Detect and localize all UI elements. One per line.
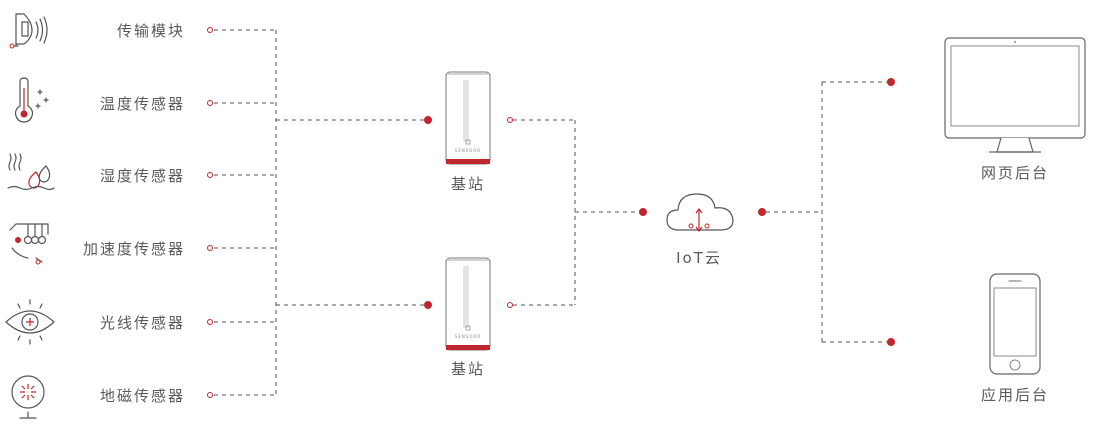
acceleration-icon xyxy=(9,223,49,265)
globe-compass-icon xyxy=(11,375,45,419)
base-station-label-1: 基站 xyxy=(450,175,485,193)
smartphone-icon xyxy=(989,273,1041,375)
node-station-2-out xyxy=(507,302,513,308)
node-station-1-in xyxy=(424,116,432,124)
eye-icon xyxy=(5,299,55,345)
node-web-in xyxy=(887,78,895,86)
node-cloud-in xyxy=(639,208,647,216)
station-2-brand: SENSORO xyxy=(455,334,482,339)
sensor-label-acceleration: 加速度传感器 xyxy=(82,240,185,258)
node-sensor-5 xyxy=(207,319,213,325)
station-1-brand: SENSORO xyxy=(455,148,482,153)
thermometer-icon xyxy=(14,77,49,123)
sensor-label-humidity: 湿度传感器 xyxy=(99,167,185,185)
cloud-icon xyxy=(666,193,734,232)
node-sensor-1 xyxy=(207,27,213,33)
web-backend-label: 网页后台 xyxy=(980,164,1049,182)
sensor-label-geomagnetic: 地磁传感器 xyxy=(99,387,185,405)
node-sensor-2 xyxy=(207,100,213,106)
cloud-label: IoT云 xyxy=(676,249,722,267)
node-station-1-out xyxy=(507,117,513,123)
app-backend-label: 应用后台 xyxy=(980,386,1049,404)
node-sensor-3 xyxy=(207,172,213,178)
connection-nodes xyxy=(207,27,895,398)
sensor-label-transmission: 传输模块 xyxy=(116,22,185,40)
base-station-label-2: 基站 xyxy=(450,360,485,378)
base-station-device-1 xyxy=(445,71,491,165)
node-app-in xyxy=(887,338,895,346)
node-cloud-out xyxy=(758,208,766,216)
sensor-label-temperature: 温度传感器 xyxy=(99,95,185,113)
sensor-label-light: 光线传感器 xyxy=(99,314,185,332)
humidity-icon xyxy=(7,153,55,191)
node-station-2-in xyxy=(424,301,432,309)
base-station-device-2 xyxy=(445,257,491,351)
transmission-module-icon xyxy=(9,13,48,49)
monitor-icon xyxy=(944,37,1086,153)
node-sensor-6 xyxy=(207,392,213,398)
connectors xyxy=(214,29,888,396)
node-sensor-4 xyxy=(207,245,213,251)
